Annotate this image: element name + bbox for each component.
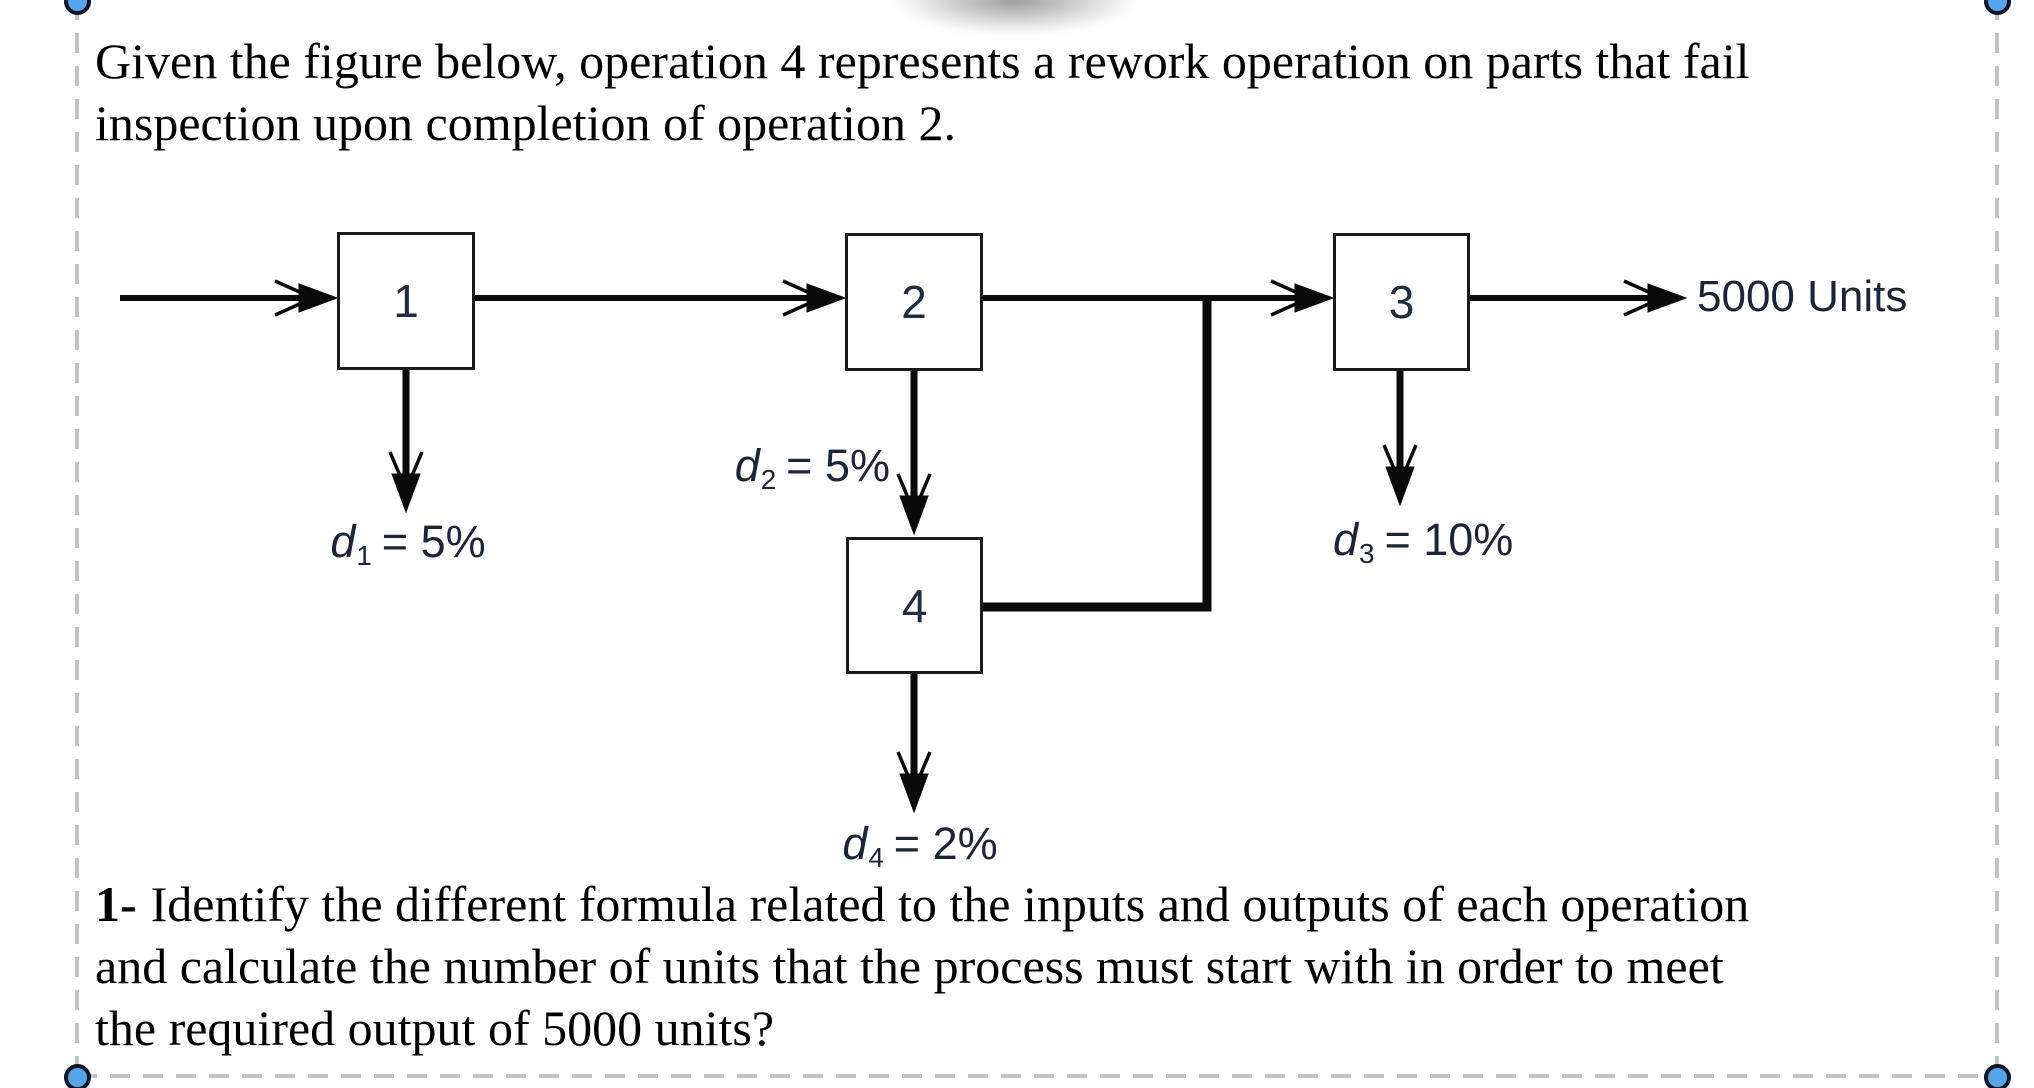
selection-handle-top-left[interactable] <box>63 0 91 15</box>
arrow-input <box>120 279 339 317</box>
rework-loop-line <box>983 295 1212 612</box>
selection-handle-top-right[interactable] <box>1983 0 2011 15</box>
selection-handle-bottom-left[interactable] <box>63 1063 91 1088</box>
defect-label-d2: d2= 5% <box>734 440 890 495</box>
operation-number: 2 <box>901 276 927 328</box>
operation-box-1: 1 <box>337 232 475 370</box>
selection-border-right <box>1995 0 1999 1076</box>
operation-box-4: 4 <box>846 537 983 674</box>
arrow-scrap-4 <box>896 674 932 814</box>
operation-number: 1 <box>393 275 419 327</box>
selection-handle-bottom-right[interactable] <box>1983 1063 2011 1088</box>
selection-border-bottom <box>77 1074 1999 1078</box>
arrow-scrap-3 <box>1382 371 1418 507</box>
question-task: 1-Identify the different formula related… <box>95 873 1749 1059</box>
task-line-2: and calculate the number of units that t… <box>95 938 1724 994</box>
arrow-scrap-1 <box>388 370 424 514</box>
task-line-3: the required output of 5000 units? <box>95 1000 775 1056</box>
arrow-output <box>1470 279 1688 317</box>
operation-box-2: 2 <box>845 233 983 371</box>
task-line-1: 1-Identify the different formula related… <box>95 876 1750 932</box>
defect-label-d4: d4= 2% <box>842 818 998 873</box>
arrow-1-to-2 <box>475 279 847 317</box>
intro-line-1: Given the figure below, operation 4 repr… <box>95 33 1750 89</box>
arrow-2-to-3 <box>983 279 1335 317</box>
defect-label-d1: d1= 5% <box>330 516 486 571</box>
operation-number: 4 <box>901 579 928 632</box>
diagram-arrows <box>120 279 1688 814</box>
operation-number: 3 <box>1388 276 1415 328</box>
output-units-label: 5000 Units <box>1697 272 1908 321</box>
task-number: 1- <box>95 876 137 932</box>
intro-line-2: inspection upon completion of operation … <box>95 95 956 151</box>
arrow-2-to-4 <box>896 371 932 536</box>
selection-border-left <box>75 0 79 1076</box>
defect-label-d3: d3= 10% <box>1333 514 1514 569</box>
operation-box-3: 3 <box>1333 233 1470 371</box>
question-intro: Given the figure below, operation 4 repr… <box>95 30 1750 154</box>
